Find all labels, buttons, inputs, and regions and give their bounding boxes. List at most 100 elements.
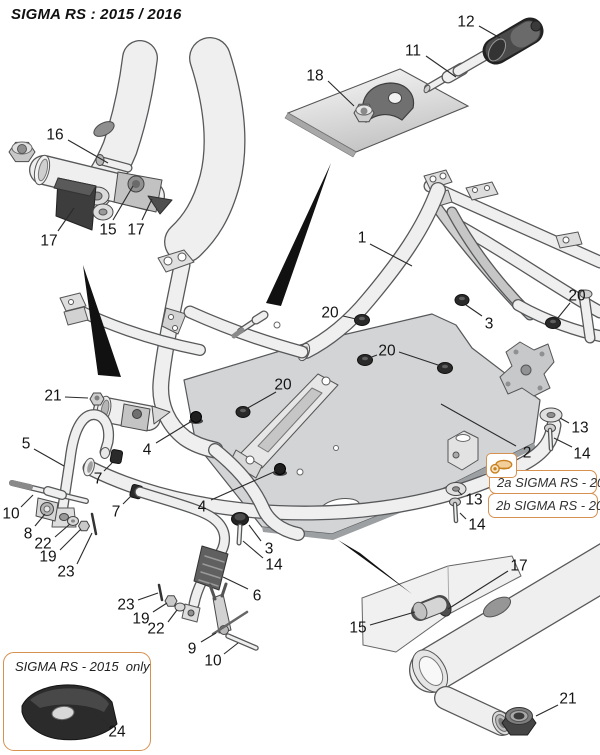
callout-leader [137, 592, 159, 601]
callout-leader [556, 302, 571, 320]
callout-leader [425, 55, 457, 78]
callout-label-3: 3 [485, 316, 494, 333]
callout-label-17: 17 [127, 222, 144, 239]
callout-leader [141, 198, 153, 221]
callout-leader [369, 243, 413, 267]
callout-label-10: 10 [2, 506, 20, 523]
callout-leader [478, 25, 501, 39]
callout-label-12: 12 [457, 14, 474, 31]
callout-leader [76, 532, 93, 565]
stabilizer-and-linkage-parts [9, 409, 259, 651]
callout-label-21: 21 [559, 691, 576, 708]
callout-leader [200, 632, 217, 643]
callout-leader [20, 494, 34, 508]
callout-leader [155, 420, 193, 444]
callout-leader [103, 462, 113, 472]
callout-label-16: 16 [46, 127, 63, 144]
mount-bracket [362, 82, 415, 123]
callout-label-13: 13 [571, 420, 588, 437]
torsion-bar [57, 410, 113, 518]
callout-label-1: 1 [358, 230, 367, 247]
callout-leader [459, 512, 467, 520]
callout-label-6: 6 [253, 588, 262, 605]
lock-nut-part [501, 707, 537, 736]
callout-leader [248, 524, 262, 542]
callout-leader [245, 391, 277, 410]
nut-part [8, 141, 36, 163]
detail-arrow-icon [83, 265, 121, 377]
callout-leader [369, 611, 416, 626]
callout-label-9: 9 [188, 641, 197, 658]
callout-label-4: 4 [198, 499, 207, 516]
callout-label-15: 15 [349, 620, 366, 637]
callout-leader [223, 642, 239, 655]
callout-label-8: 8 [24, 526, 33, 543]
callout-label-15: 15 [99, 222, 116, 239]
callout-leader [54, 523, 71, 538]
bracket-2015-only-part [21, 684, 118, 741]
callout-leader [553, 437, 573, 448]
callout-label-20: 20 [378, 343, 396, 360]
callout-leader [327, 80, 355, 107]
detail-arrow-icon [266, 163, 331, 306]
legend-row-2016: 2b SIGMA RS - 2016 [488, 493, 600, 518]
callout-label-3: 3 [265, 541, 274, 558]
callout-label-17: 17 [40, 233, 57, 250]
pan-bracket [447, 430, 479, 471]
callout-label-14: 14 [265, 557, 283, 574]
callout-label-14: 14 [468, 517, 486, 534]
callout-label-20: 20 [321, 305, 339, 322]
callout-label-13: 13 [465, 492, 482, 509]
callout-leader [222, 576, 249, 590]
callout-label-22: 22 [34, 536, 51, 553]
callout-label-19: 19 [132, 611, 149, 628]
callout-label-5: 5 [22, 436, 31, 453]
callout-label-14: 14 [573, 446, 591, 463]
pivot-pin-part [423, 50, 490, 94]
washer-bolt-sets [445, 407, 563, 524]
callout-leader [447, 570, 509, 610]
callout-label-4: 4 [143, 442, 152, 459]
callout-leader [92, 711, 109, 725]
callout-leader [57, 207, 75, 232]
callout-label-21: 21 [44, 388, 61, 405]
callout-leader [535, 704, 559, 717]
nut-part [89, 392, 105, 406]
callout-leader [67, 139, 109, 164]
callout-label-23: 23 [57, 564, 74, 581]
callout-label-10: 10 [204, 653, 222, 670]
detail-inset-mount-plate [284, 17, 544, 158]
pan-bolts [189, 411, 287, 476]
note-text: SIGMA RS - 2015 only [15, 659, 150, 674]
callout-label-20: 20 [274, 377, 292, 394]
callout-leader [457, 490, 463, 496]
detail-inset-rear-tube [361, 543, 600, 736]
callout-label-17: 17 [510, 558, 527, 575]
callout-leader [122, 494, 133, 505]
callout-label-11: 11 [405, 43, 421, 60]
callout-label-24: 24 [108, 724, 126, 741]
callout-leader [59, 528, 82, 551]
callout-label-20: 20 [568, 288, 586, 305]
callout-label-7: 7 [112, 504, 121, 521]
callout-label-18: 18 [306, 68, 323, 85]
callout-label-2: 2 [523, 445, 532, 462]
callout-leader [440, 403, 517, 447]
callout-leader [398, 351, 442, 367]
callout-leader [342, 315, 357, 320]
callout-label-19: 19 [39, 549, 56, 566]
callout-leader [33, 448, 65, 467]
callout-label-23: 23 [117, 597, 134, 614]
callout-leader [152, 602, 168, 613]
detail-arrow-icon [338, 540, 412, 594]
rear-hoop-tube [299, 183, 445, 358]
rubber-grommets [235, 294, 561, 418]
legend-badge [486, 453, 517, 478]
callout-leader [167, 609, 178, 623]
callout-leader [34, 513, 46, 527]
callout-label-22: 22 [147, 621, 164, 638]
note-box-2015-only: SIGMA RS - 2015 only [3, 652, 151, 751]
callout-leader [210, 470, 277, 501]
